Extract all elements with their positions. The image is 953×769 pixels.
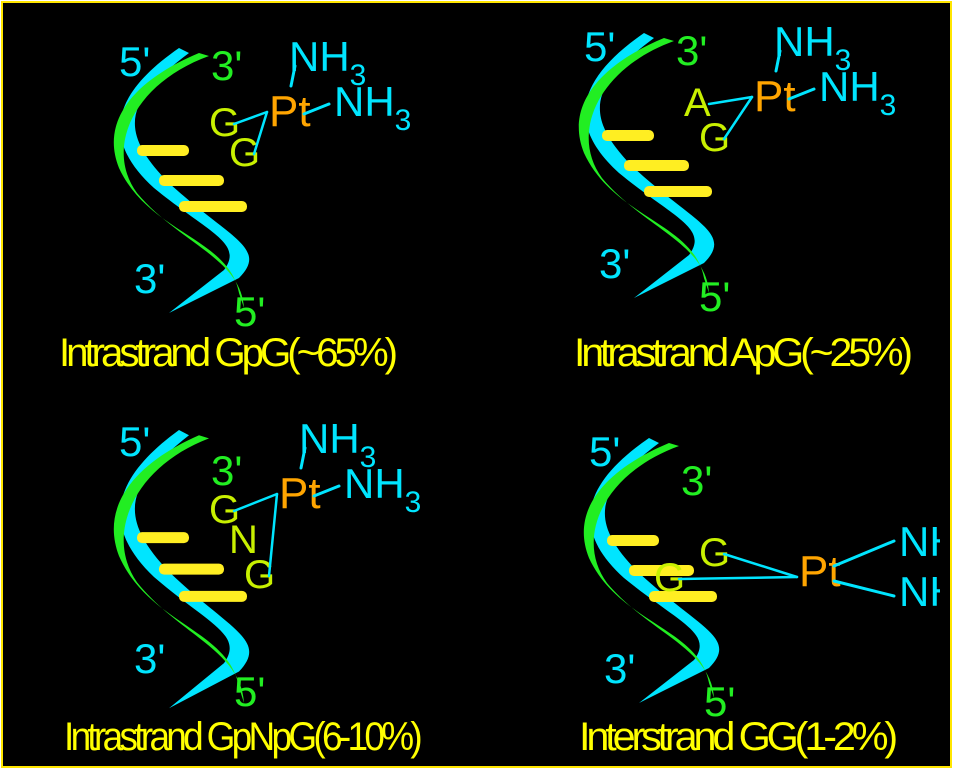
pt-n-bond — [299, 446, 307, 470]
base-pair — [607, 535, 659, 546]
base-pair — [159, 175, 224, 186]
pt-n-bond — [774, 49, 782, 73]
base-pair — [624, 160, 689, 171]
base-pair — [649, 591, 717, 602]
ammine-ligand: NH3 — [334, 78, 411, 137]
end-label-5prime-green: 5' — [234, 288, 265, 335]
base-a: A — [684, 81, 711, 125]
pt-n-bond — [832, 539, 896, 568]
base-pair — [602, 130, 654, 141]
ammine-ligand: NH3 — [299, 415, 376, 474]
platinum-atom: Pt — [754, 72, 796, 121]
base-g: G — [699, 531, 730, 575]
pt-n-bond — [312, 484, 341, 498]
pt-base-bond — [707, 95, 754, 106]
pt-base-bond — [232, 492, 279, 513]
end-label-5prime-cyan: 5' — [584, 23, 615, 70]
end-label-5prime-green: 5' — [699, 273, 730, 320]
platinum-atom: Pt — [279, 469, 321, 518]
base-pair — [137, 532, 189, 544]
end-label-3prime-green: 3' — [211, 42, 242, 89]
pt-n-bond — [787, 87, 816, 101]
end-label-3prime-cyan: 3' — [134, 255, 165, 302]
end-label-3prime-cyan: 3' — [599, 240, 630, 287]
pt-base-bond — [267, 492, 279, 578]
base-pair — [644, 186, 712, 197]
end-label-3prime-green: 3' — [211, 447, 242, 494]
end-label-3prime-green: 3' — [676, 27, 707, 74]
end-label-5prime-green: 5' — [234, 668, 265, 715]
base-pair — [629, 565, 694, 576]
end-label-3prime-cyan: 3' — [604, 645, 635, 692]
panel-caption: Intrastrand GpNpG(6-10%) — [64, 715, 421, 759]
pt-n-bond — [302, 102, 331, 116]
ammine-ligand: NH3 — [344, 460, 421, 519]
base-pair — [137, 145, 189, 156]
pt-base-bond — [677, 575, 799, 581]
panel-caption: Intrastrand GpG(~65%) — [59, 331, 396, 375]
pt-base-bond — [252, 110, 269, 156]
pt-base-bond — [722, 552, 799, 579]
pt-base-bond — [232, 110, 269, 126]
ammine-ligand: NH3 — [899, 518, 940, 577]
end-label-5prime-cyan: 5' — [589, 428, 620, 475]
end-label-3prime-cyan: 3' — [134, 635, 165, 682]
pt-base-bond — [722, 95, 754, 141]
base-n: N — [229, 518, 258, 562]
ammine-ligand: NH3 — [289, 33, 366, 92]
end-label-3prime-green: 3' — [681, 457, 712, 504]
panel-4: 5'3'3'5'PtNH3NH3GGInterstrand GG(1-2%) — [579, 428, 940, 759]
platinum-atom: Pt — [269, 87, 311, 136]
platinum-atom: Pt — [799, 547, 841, 596]
base-pair — [179, 590, 247, 602]
end-label-5prime-cyan: 5' — [119, 38, 150, 85]
ammine-ligand: NH3 — [899, 568, 940, 627]
pt-n-bond — [832, 579, 896, 598]
end-label-5prime-green: 5' — [704, 678, 735, 725]
base-pair — [179, 201, 247, 212]
ammine-ligand: NH3 — [774, 18, 851, 77]
ammine-ligand: NH3 — [819, 63, 896, 122]
panel-caption: Intrastrand ApG(~25%) — [574, 331, 911, 375]
panel-caption: Interstrand GG(1-2%) — [579, 715, 896, 759]
base-pair — [159, 563, 224, 575]
end-label-5prime-cyan: 5' — [119, 418, 150, 465]
pt-n-bond — [289, 64, 297, 88]
